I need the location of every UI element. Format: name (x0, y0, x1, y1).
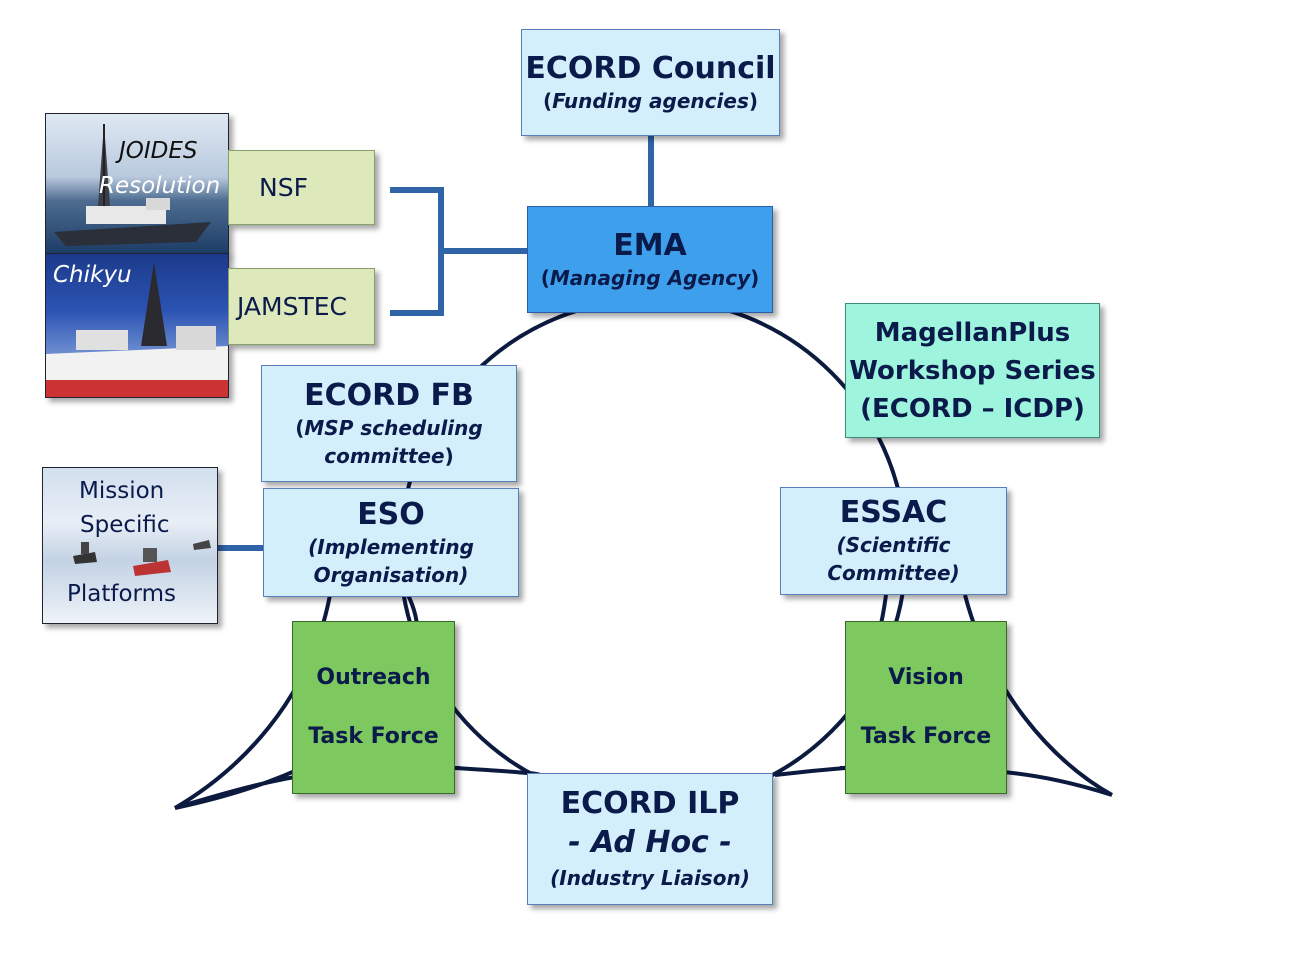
ecord-council-subtitle: (Funding agencies) (543, 88, 758, 113)
ecord-ilp-title: ECORD ILP (560, 786, 740, 821)
ecord-council-box: ECORD Council (Funding agencies) (521, 29, 780, 136)
msp-line3: Platforms (67, 581, 176, 607)
chikyu-photo: Chikyu (45, 253, 229, 398)
ecord-fb-sub1: (MSP scheduling (295, 415, 483, 440)
eso-box: ESO (Implementing Organisation) (263, 488, 519, 597)
ema-box: EMA (Managing Agency) (527, 206, 773, 313)
outreach-line1: Outreach (316, 665, 431, 690)
essac-box: ESSAC (Scientific Committee) (780, 487, 1007, 595)
vision-line1: Vision (888, 665, 964, 690)
ship-icon (54, 124, 211, 246)
ecord-ilp-sub2: (Industry Liaison) (550, 866, 750, 890)
bottom-connector-right (774, 766, 846, 777)
outreach-line2: Task Force (308, 724, 439, 749)
essac-sub2: Committee) (827, 561, 960, 585)
nsf-jamstec-bracket (390, 187, 527, 316)
magellanplus-box: MagellanPlus Workshop Series (ECORD – IC… (845, 303, 1100, 438)
ecord-council-title: ECORD Council (525, 50, 776, 86)
mission-specific-platforms-photo: Mission Specific Platforms (42, 467, 218, 624)
vision-task-force-box: Vision Task Force (845, 621, 1007, 794)
ecord-ilp-sub1: - Ad Hoc - (568, 825, 732, 860)
essac-title: ESSAC (839, 495, 948, 530)
outreach-task-force-box: Outreach Task Force (292, 621, 455, 794)
ema-title: EMA (613, 227, 687, 263)
jamstec-label: JAMSTEC (237, 292, 347, 321)
chikyu-label: Chikyu (53, 262, 132, 288)
magellanplus-line2: Workshop Series (849, 355, 1096, 386)
icebreaker-icon (73, 540, 211, 576)
msp-line2: Specific (80, 512, 170, 538)
joides-label-line2: Resolution (99, 173, 221, 199)
magellanplus-line1: MagellanPlus (874, 317, 1071, 348)
vision-line2: Task Force (860, 724, 992, 749)
drill-ship-icon (46, 262, 228, 397)
ecord-fb-title: ECORD FB (304, 377, 474, 413)
eso-title: ESO (357, 496, 425, 532)
ecord-fb-sub2: committee) (324, 443, 454, 468)
joides-resolution-photo: JOIDES Resolution (45, 113, 229, 255)
eso-sub2: Organisation) (313, 562, 469, 587)
ecord-fb-box: ECORD FB (MSP scheduling committee) (261, 365, 517, 482)
ecord-ilp-box: ECORD ILP - Ad Hoc - (Industry Liaison) (527, 773, 773, 905)
ema-subtitle: (Managing Agency) (540, 265, 760, 290)
jamstec-box: JAMSTEC (228, 268, 375, 345)
eso-sub1: (Implementing (308, 534, 474, 559)
nsf-label: NSF (259, 173, 308, 202)
nsf-box: NSF (228, 150, 375, 225)
magellanplus-line3: (ECORD – ICDP) (860, 393, 1085, 424)
essac-sub1: (Scientific (836, 533, 951, 557)
joides-label-line1: JOIDES (119, 138, 198, 164)
msp-line1: Mission (79, 478, 165, 504)
